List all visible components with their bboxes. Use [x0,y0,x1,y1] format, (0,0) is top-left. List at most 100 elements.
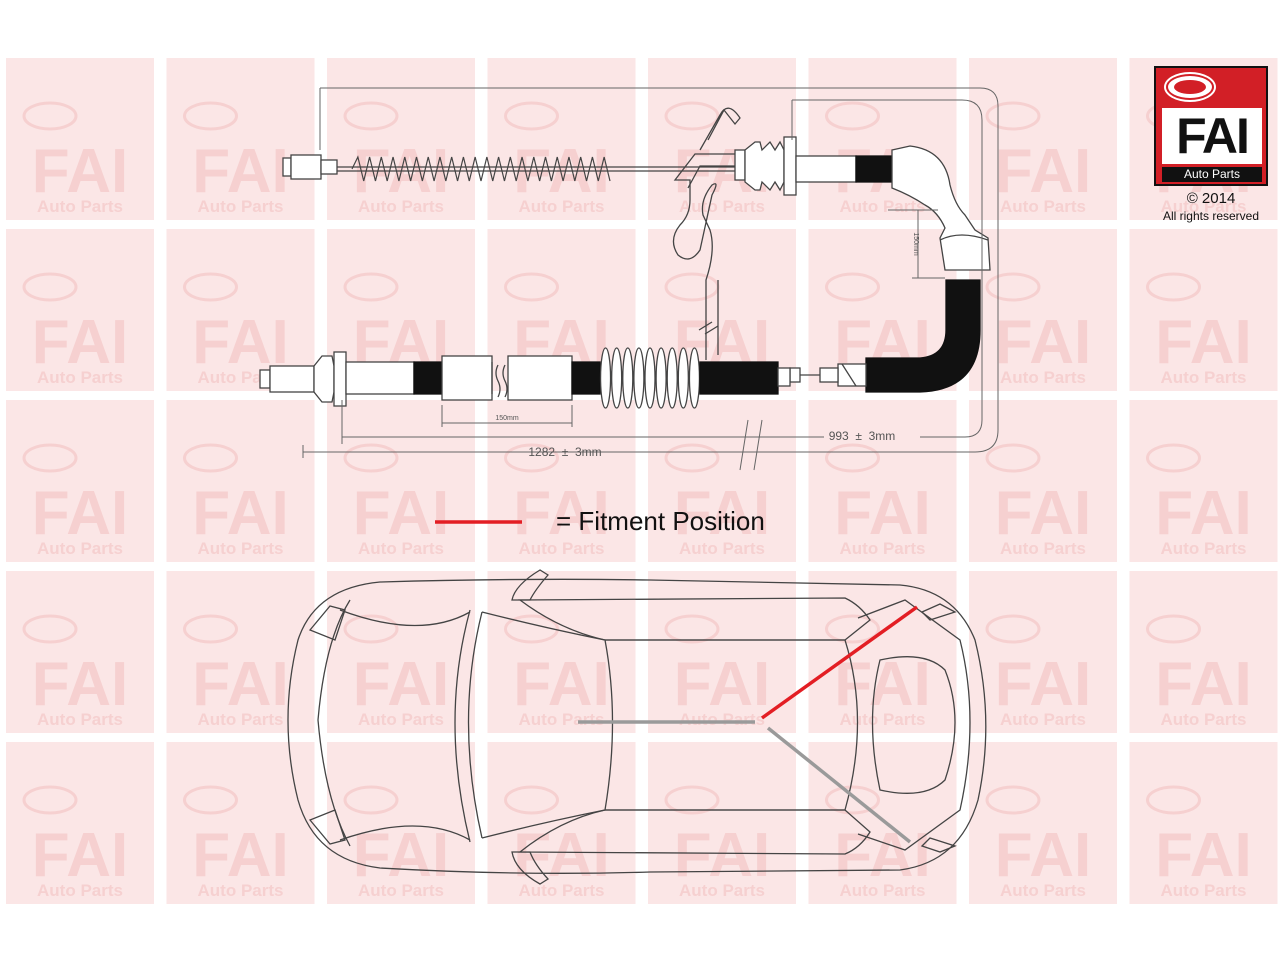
svg-text:FAI: FAI [834,821,930,890]
svg-text:FAI: FAI [995,479,1091,548]
other-cables [578,720,912,844]
svg-text:Auto Parts: Auto Parts [358,197,444,216]
svg-text:Auto Parts: Auto Parts [519,710,605,729]
svg-text:Auto Parts: Auto Parts [840,197,926,216]
svg-text:FAI: FAI [1155,479,1251,548]
svg-text:Auto Parts: Auto Parts [1000,710,1086,729]
svg-text:Auto Parts: Auto Parts [679,710,765,729]
svg-text:FAI: FAI [32,650,128,719]
svg-text:Auto Parts: Auto Parts [198,710,284,729]
car-top-view [287,569,987,885]
svg-text:Auto Parts: Auto Parts [840,710,926,729]
svg-text:Auto Parts: Auto Parts [1161,881,1247,900]
copyright-rights: All rights reserved [1162,209,1260,223]
svg-text:Auto Parts: Auto Parts [1000,539,1086,558]
svg-text:FAI: FAI [995,308,1091,377]
svg-text:Auto Parts: Auto Parts [358,710,444,729]
svg-text:Auto Parts: Auto Parts [840,881,926,900]
svg-text:Auto Parts: Auto Parts [358,539,444,558]
svg-text:Auto Parts: Auto Parts [679,197,765,216]
svg-text:Auto Parts: Auto Parts [37,539,123,558]
fitment-legend-label: = Fitment Position [556,506,765,536]
svg-text:Auto Parts: Auto Parts [519,539,605,558]
fai-logo: FAI Auto Parts [1154,66,1268,186]
dimension-lines [302,87,999,471]
svg-text:FAI: FAI [1155,308,1251,377]
svg-text:Auto Parts: Auto Parts [1161,710,1247,729]
svg-text:Auto Parts: Auto Parts [198,539,284,558]
svg-text:FAI: FAI [353,650,449,719]
svg-text:Auto Parts: Auto Parts [519,197,605,216]
svg-text:Auto Parts: Auto Parts [679,881,765,900]
svg-text:FAI: FAI [32,479,128,548]
segment-150-horizontal-label: 150mm [495,415,519,422]
logo-subtitle: Auto Parts [1162,167,1262,182]
svg-text:FAI: FAI [834,479,930,548]
svg-text:FAI: FAI [192,479,288,548]
logo-emblem-icon [1166,74,1214,100]
svg-text:Auto Parts: Auto Parts [1161,197,1247,216]
svg-text:FAI: FAI [32,821,128,890]
svg-text:Auto Parts: Auto Parts [519,881,605,900]
svg-text:FAI: FAI [353,479,449,548]
svg-text:FAI: FAI [995,821,1091,890]
svg-text:FAI: FAI [513,479,609,548]
logo-brand: FAI [1162,108,1262,164]
svg-text:FAI: FAI [192,821,288,890]
svg-text:Auto Parts: Auto Parts [198,197,284,216]
svg-text:FAI: FAI [513,650,609,719]
copyright-block: © 2014 All rights reserved [1150,190,1272,224]
upper-cable [282,107,893,360]
svg-text:FAI: FAI [513,821,609,890]
svg-text:Auto Parts: Auto Parts [358,881,444,900]
svg-text:FAI: FAI [32,137,128,206]
lower-spring [599,347,701,409]
svg-text:FAI: FAI [1155,650,1251,719]
svg-text:FAI: FAI [353,821,449,890]
svg-text:FAI: FAI [192,650,288,719]
svg-text:Auto Parts: Auto Parts [1000,197,1086,216]
svg-text:FAI: FAI [32,308,128,377]
svg-text:FAI: FAI [192,137,288,206]
svg-text:FAI: FAI [995,650,1091,719]
svg-text:Auto Parts: Auto Parts [1161,368,1247,387]
svg-text:Auto Parts: Auto Parts [37,881,123,900]
svg-text:FAI: FAI [674,821,770,890]
segment-150-vertical-label: 150mm [912,232,919,256]
svg-text:Auto Parts: Auto Parts [679,539,765,558]
svg-text:Auto Parts: Auto Parts [1000,881,1086,900]
inner-length-label: 993 ± 3mm [829,429,896,443]
copyright-year: © 2014 [1186,190,1236,207]
svg-text:FAI: FAI [1155,821,1251,890]
svg-text:Auto Parts: Auto Parts [198,881,284,900]
curved-sheath [789,145,991,393]
fitment-position-line [760,605,919,720]
svg-text:Auto Parts: Auto Parts [1161,539,1247,558]
svg-text:FAI: FAI [995,137,1091,206]
total-length-label: 1282 ± 3mm [528,445,601,459]
svg-text:Auto Parts: Auto Parts [37,197,123,216]
upper-spring [351,155,611,182]
